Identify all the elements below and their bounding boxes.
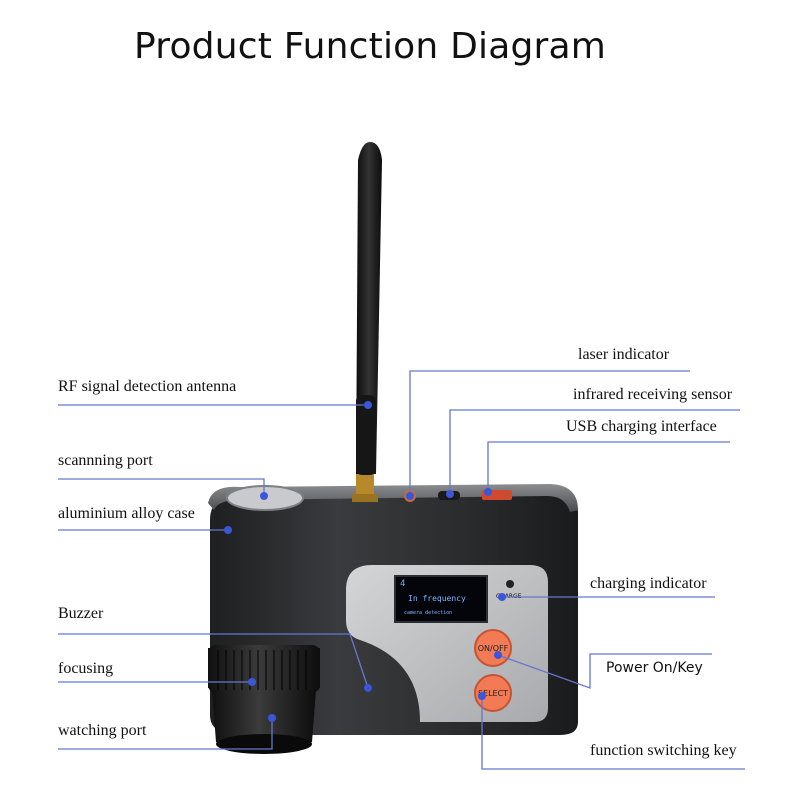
- leader-dots: [224, 401, 506, 722]
- label-power: Power On/Key: [606, 660, 703, 676]
- screen-line1: In frequency: [408, 594, 466, 603]
- select-label: SELECT: [478, 689, 508, 698]
- screen-number: 4: [400, 579, 405, 589]
- oled-screen: [394, 575, 488, 623]
- label-function: function switching key: [590, 742, 737, 759]
- watching-port: [212, 690, 316, 750]
- antenna-base: [356, 472, 374, 500]
- label-charging: charging indicator: [590, 575, 707, 592]
- onoff-label: ON/OFF: [478, 644, 509, 653]
- leader-lines: [58, 370, 745, 770]
- screen-line2: camera detection: [404, 610, 452, 616]
- label-infrared: infrared receiving sensor: [573, 386, 733, 403]
- charge-led: [506, 580, 514, 588]
- label-scanning-port: scannning port: [58, 452, 153, 469]
- label-focusing: focusing: [58, 660, 114, 677]
- label-case: aluminium alloy case: [58, 505, 195, 522]
- label-antenna: RF signal detection antenna: [58, 378, 237, 395]
- label-buzzer: Buzzer: [58, 605, 104, 622]
- antenna: [356, 142, 382, 474]
- label-usb: USB charging interface: [566, 418, 717, 435]
- label-watching-port: watching port: [58, 722, 147, 739]
- select-button: [474, 674, 512, 712]
- page-title: Product Function Diagram: [133, 26, 607, 67]
- label-laser: laser indicator: [578, 346, 670, 363]
